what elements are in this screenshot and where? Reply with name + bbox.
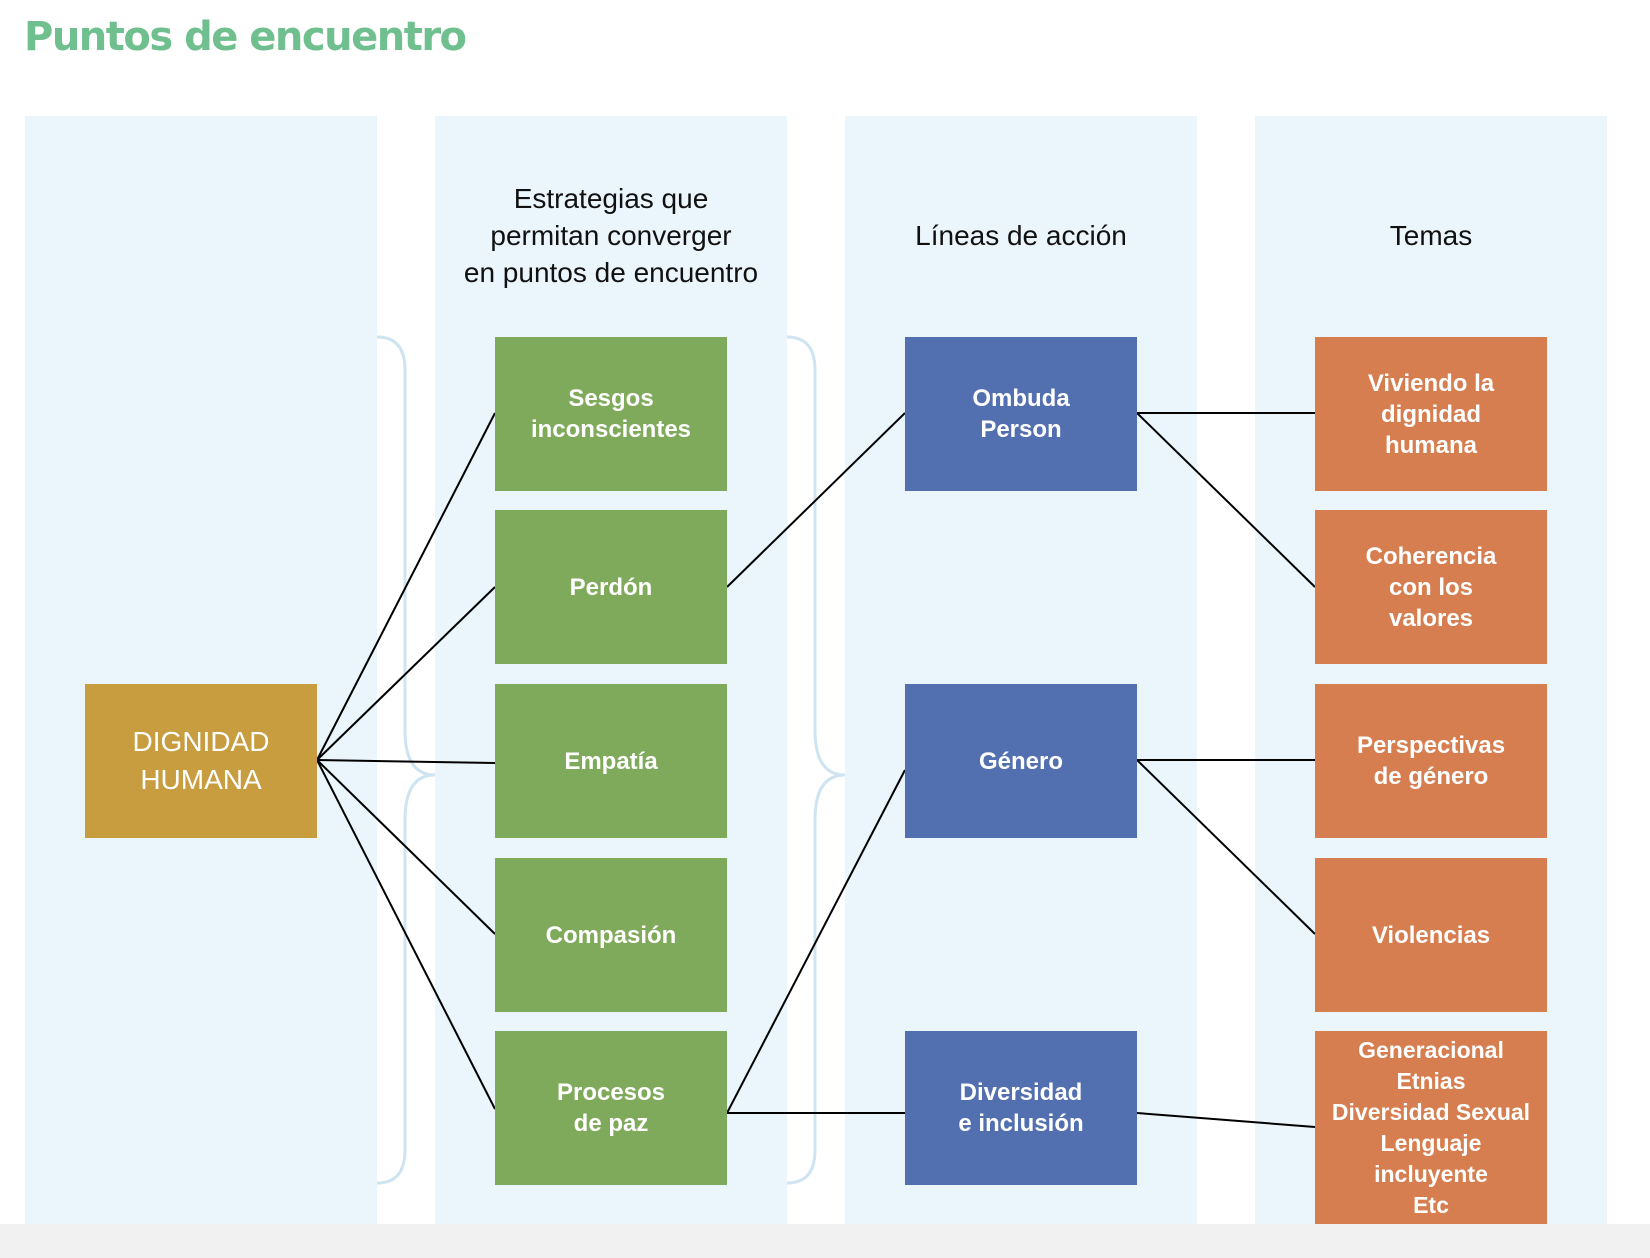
actions-header: Líneas de acción — [915, 220, 1127, 251]
connectors — [316, 412, 1316, 1128]
strategies-header: Estrategias que permitan converger en pu… — [463, 183, 759, 288]
brackets — [376, 335, 846, 1185]
page-title: Puntos de encuentro — [24, 14, 467, 60]
column-core — [25, 116, 377, 1224]
strategy-node-empatia: Empatía — [495, 684, 727, 838]
link-core-perdon — [316, 586, 496, 761]
link-core-empatia — [316, 759, 496, 764]
link-perdon-ombuda — [726, 412, 906, 588]
action-node-diversidad: Diversidad e inclusión — [905, 1031, 1137, 1185]
bracket-left — [376, 335, 436, 1185]
bracket-middle — [786, 335, 846, 1185]
link-ombuda-coherencia — [1136, 412, 1316, 588]
topics-header: Temas — [1389, 220, 1473, 251]
strategy-node-perdon: Perdón — [495, 510, 727, 664]
topic-node-perspectivas-genero: Perspectivas de género — [1315, 684, 1547, 838]
link-core-compasion — [316, 759, 496, 935]
topic-node-violencias: Violencias — [1315, 858, 1547, 1012]
topic-node-viviendo-dignidad: Viviendo la dignidad humana — [1315, 337, 1547, 491]
link-core-sesgos — [316, 412, 496, 761]
action-node-genero: Género — [905, 684, 1137, 838]
topic-node-coherencia: Coherencia con los valores — [1315, 510, 1547, 664]
action-node-ombuda-person: Ombuda Person — [905, 337, 1137, 491]
link-diversidad-generacional — [1136, 1112, 1316, 1128]
topic-node-generacional: Generacional Etnias Diversidad Sexual Le… — [1315, 1031, 1547, 1224]
bottom-bar — [0, 1224, 1650, 1258]
link-core-procesos — [316, 759, 496, 1110]
strategy-node-sesgos: Sesgos inconscientes — [495, 337, 727, 491]
link-genero-violencias — [1136, 759, 1316, 935]
core-node-dignidad-humana: DIGNIDAD HUMANA — [85, 684, 317, 838]
link-procesos-genero — [726, 769, 906, 1114]
strategy-node-procesos-de-paz: Procesos de paz — [495, 1031, 727, 1185]
strategy-node-compasion: Compasión — [495, 858, 727, 1012]
